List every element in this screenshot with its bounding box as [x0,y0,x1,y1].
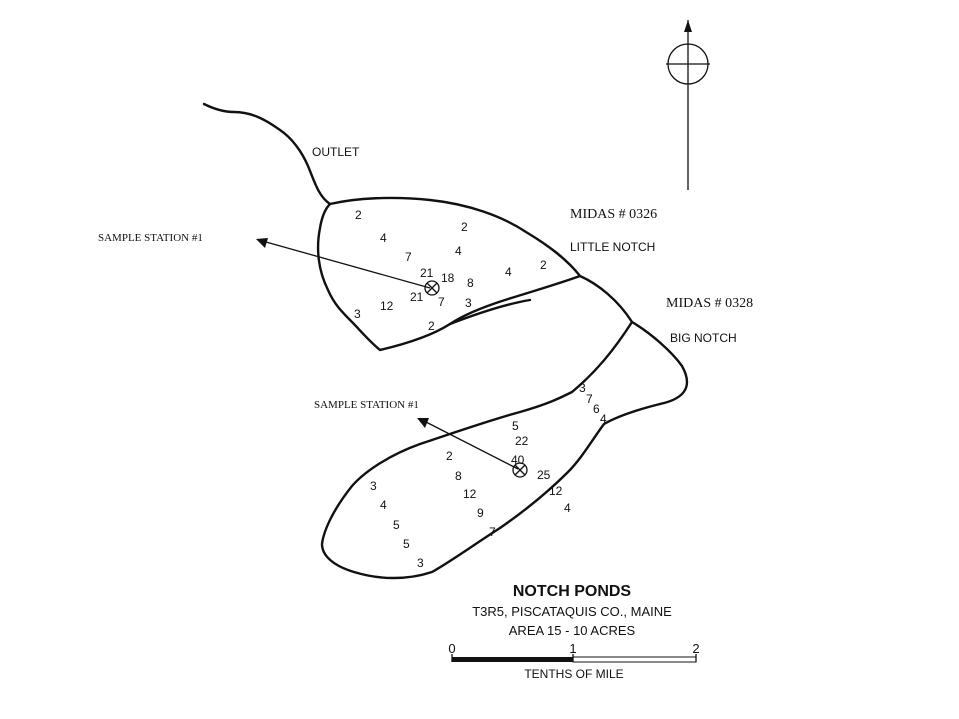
map-title: NOTCH PONDS [513,583,632,600]
little-notch-midas-label: MIDAS # 0326 [570,207,657,222]
depth-sounding: 3 [354,307,361,321]
scale-tick-label: 2 [692,641,699,656]
little-notch-depths: 2 2 4 4 7 4 2 21 18 8 21 7 3 3 12 2 [354,208,547,333]
depth-sounding: 6 [593,402,600,416]
depth-sounding: 21 [420,266,434,280]
depth-sounding: 5 [512,419,519,433]
big-notch-shoreline [320,320,689,580]
depth-sounding: 4 [505,265,512,279]
little-notch-arrowhead-icon [256,238,268,248]
depth-sounding: 25 [537,468,551,482]
map-area: AREA 15 - 10 ACRES [509,623,636,638]
depth-sounding: 9 [477,506,484,520]
depth-sounding: 4 [380,498,387,512]
depth-sounding: 2 [355,208,362,222]
depth-sounding: 12 [549,484,563,498]
depth-sounding: 7 [489,525,496,539]
depth-sounding: 3 [370,479,377,493]
big-notch-station-arrow [425,421,519,470]
depth-sounding: 4 [564,501,571,515]
scale-units-label: TENTHS OF MILE [524,667,623,681]
depth-sounding: 2 [540,258,547,272]
big-notch-midas-label: MIDAS # 0328 [666,296,753,311]
depth-sounding: 5 [403,537,410,551]
depth-sounding: 5 [393,518,400,532]
big-notch-arrowhead-icon [417,418,429,428]
north-arrow-icon [666,20,710,190]
depth-sounding: 4 [600,412,607,426]
depth-sounding: 3 [579,381,586,395]
depth-sounding: 7 [438,295,445,309]
scale-bar: 0 1 2 TENTHS OF MILE [448,641,699,681]
depth-sounding: 2 [446,449,453,463]
big-notch-station-label: SAMPLE STATION #1 [314,399,419,411]
little-notch-station-arrow [265,241,431,289]
big-notch-inlet-shoreline [448,298,532,326]
notch-connector-shoreline [578,274,634,324]
little-notch-station-marker-icon [424,280,440,296]
scale-tick-label: 1 [569,641,576,656]
depth-sounding: 4 [455,244,462,258]
outlet-label: OUTLET [312,145,360,159]
depth-sounding: 2 [461,220,468,234]
big-notch-depths: 3 7 6 4 5 22 2 40 8 25 12 12 4 9 7 3 4 5… [370,381,607,570]
outlet-stream [202,102,332,206]
depth-sounding: 4 [380,231,387,245]
little-notch-station-label: SAMPLE STATION #1 [98,232,203,244]
depth-sounding: 2 [428,319,435,333]
depth-sounding: 18 [441,271,455,285]
depth-sounding: 40 [511,453,525,467]
little-notch-name-label: LITTLE NOTCH [570,240,655,254]
depth-sounding: 22 [515,434,529,448]
depth-sounding: 7 [586,392,593,406]
depth-sounding: 3 [465,296,472,310]
depth-sounding: 8 [467,276,474,290]
scale-tick-label: 0 [448,641,455,656]
big-notch-name-label: BIG NOTCH [670,331,737,345]
depth-sounding: 7 [405,250,412,264]
depth-sounding: 3 [417,556,424,570]
depth-sounding: 12 [463,487,477,501]
big-notch-station-marker-icon [512,462,528,478]
depth-sounding: 8 [455,469,462,483]
little-notch-shoreline [316,196,582,352]
map-location: T3R5, PISCATAQUIS CO., MAINE [472,604,672,619]
depth-sounding: 12 [380,299,394,313]
depth-sounding: 21 [410,290,424,304]
